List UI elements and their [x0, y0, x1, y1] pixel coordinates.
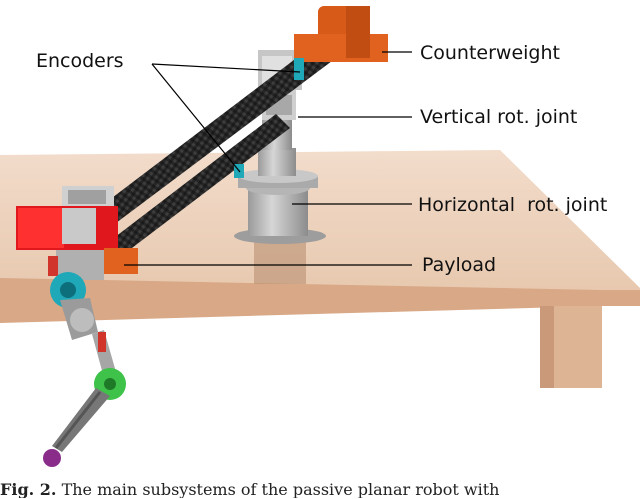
leader-lines [124, 51, 412, 266]
caption-prefix: Fig. 2. [0, 482, 57, 498]
figure-caption: Fig. 2. The main subsystems of the passi… [0, 482, 640, 498]
table-edge [0, 278, 640, 323]
label-horizontal-joint: Horizontal rot. joint [418, 194, 608, 216]
label-vertical-joint: Vertical rot. joint [420, 106, 578, 128]
label-encoders: Encoders [36, 50, 124, 72]
lower-carbon-tube [102, 114, 290, 257]
arm-linkage [43, 272, 126, 467]
counterweight [294, 6, 388, 62]
encoder-upper [294, 58, 304, 80]
label-counterweight: Counterweight [420, 42, 560, 64]
end-effector [16, 186, 138, 280]
caption-text: The main subsystems of the passive plana… [61, 482, 500, 498]
purple-tip [43, 449, 61, 467]
label-payload: Payload [422, 254, 497, 276]
payload-block [104, 248, 138, 274]
